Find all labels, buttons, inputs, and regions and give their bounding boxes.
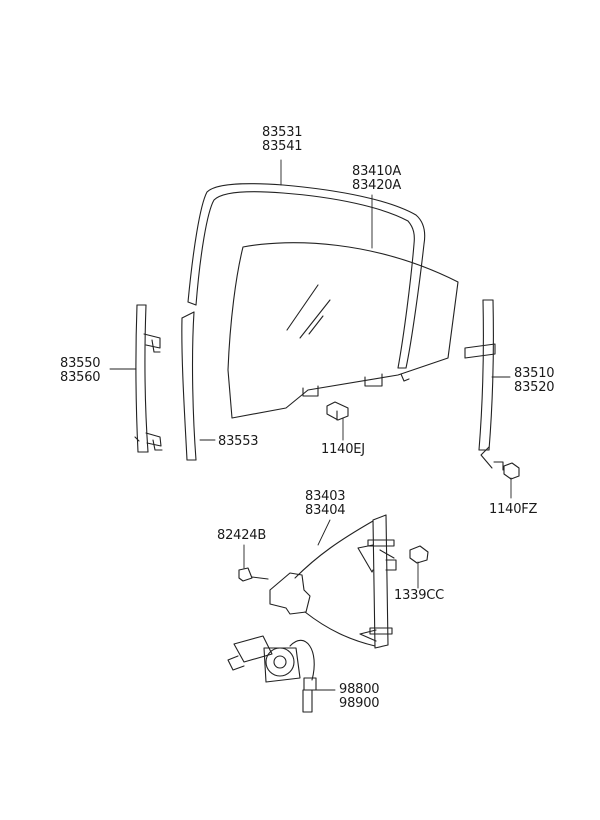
part-label-glass-bolt: 1140EJ bbox=[321, 443, 365, 457]
run-channel bbox=[187, 183, 426, 369]
part-number: 83410A bbox=[352, 164, 402, 179]
part-number: 83520 bbox=[514, 380, 555, 395]
part-label-rear-rail-bolt: 1140FZ bbox=[489, 503, 537, 517]
part-number: 98900 bbox=[339, 696, 380, 711]
part-label-regulator-nut: 1339CC bbox=[394, 589, 444, 603]
part-number: 83510 bbox=[514, 366, 555, 381]
part-label-rear-guide-rail: 83510 83520 bbox=[514, 366, 555, 395]
part-label-front-guide-rail: 83550 83560 bbox=[60, 356, 101, 385]
part-number: 83560 bbox=[60, 370, 101, 385]
part-number: 82424B bbox=[217, 528, 267, 543]
door-glass bbox=[227, 242, 459, 419]
leader-lines bbox=[109, 159, 512, 691]
part-label-window-frame-channel: 83531 83541 bbox=[262, 125, 303, 154]
part-number: 83420A bbox=[352, 178, 402, 193]
part-number: 1339CC bbox=[394, 588, 445, 603]
front-lower-channel bbox=[181, 311, 197, 461]
part-number: 83553 bbox=[218, 434, 259, 449]
part-number: 83550 bbox=[60, 356, 101, 371]
part-label-regulator-bolt: 82424B bbox=[217, 529, 266, 543]
bolts bbox=[238, 401, 520, 582]
part-label-window-regulator: 83403 83404 bbox=[305, 489, 346, 518]
rear-guide-rail bbox=[464, 299, 504, 471]
part-number: 83403 bbox=[305, 489, 346, 504]
part-number: 83541 bbox=[262, 139, 303, 154]
front-guide-rail bbox=[134, 304, 163, 453]
window-regulator bbox=[269, 514, 397, 649]
part-number: 83404 bbox=[305, 503, 346, 518]
part-number: 98800 bbox=[339, 682, 380, 697]
part-label-door-glass: 83410A 83420A bbox=[352, 165, 401, 193]
part-number: 1140EJ bbox=[321, 442, 365, 457]
part-label-front-lower-channel: 83553 bbox=[218, 434, 259, 449]
part-number: 1140FZ bbox=[489, 502, 538, 517]
regulator-motor bbox=[227, 635, 317, 713]
part-number: 83531 bbox=[262, 125, 303, 140]
part-label-regulator-motor: 98800 98900 bbox=[339, 682, 380, 711]
